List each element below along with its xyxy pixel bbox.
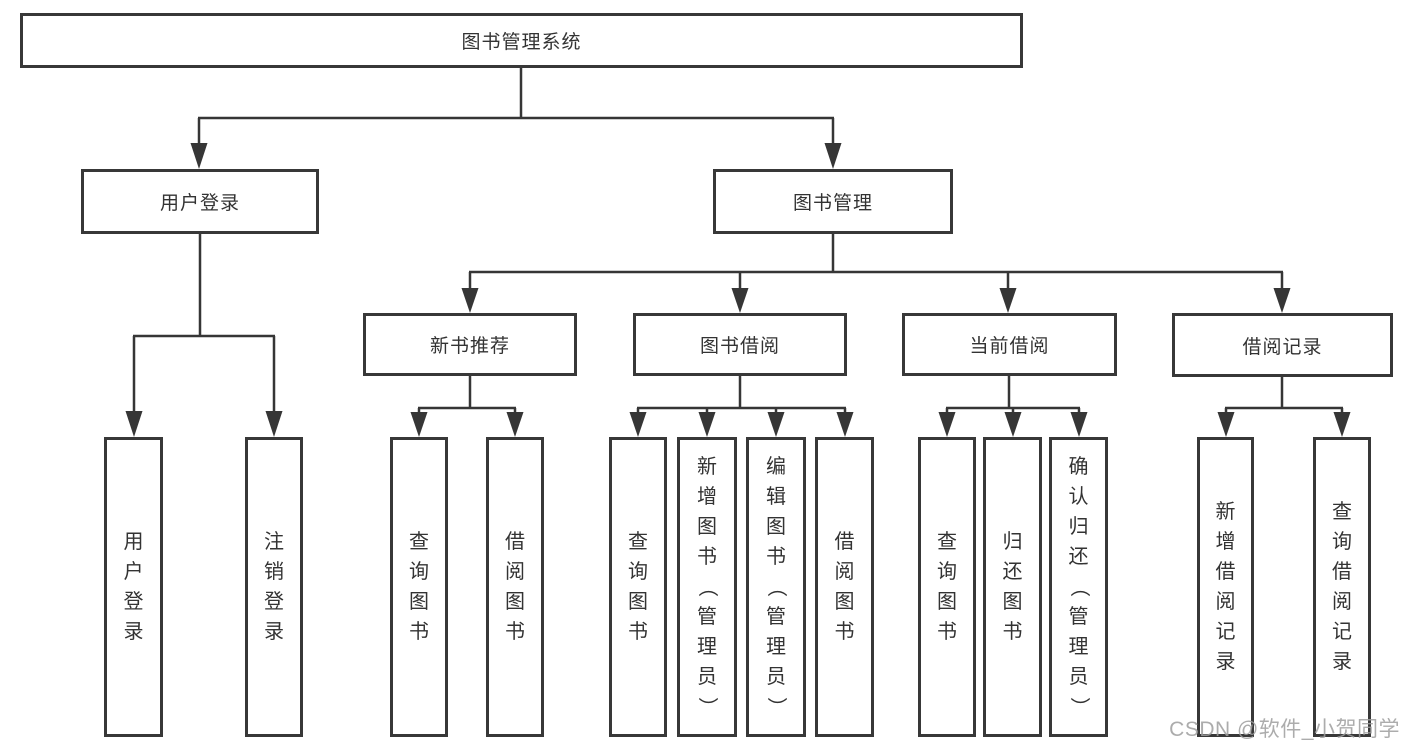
leaf-borrow-books: 借阅图书 (815, 437, 874, 737)
leaf-return-books-label: 归还图书 (1002, 531, 1023, 643)
leaf-borrow-query-books-label: 查询图书 (628, 531, 648, 643)
leaf-query-borrow-record: 查询借阅记录 (1313, 437, 1371, 737)
leaf-add-books-admin-label: 新增图书（管理员） (696, 456, 718, 717)
node-new-book-recommend-label: 新书推荐 (429, 336, 510, 357)
leaf-current-query-books-label: 查询图书 (937, 531, 957, 643)
leaf-borrow-books-label: 借阅图书 (834, 531, 855, 643)
leaf-user-login: 用户登录 (104, 437, 163, 737)
leaf-user-login-label: 用户登录 (123, 531, 144, 643)
node-user-login-label: 用户登录 (159, 193, 240, 214)
arrowheads (125, 143, 1351, 437)
leaf-borrow-query-books: 查询图书 (609, 437, 667, 737)
csdn-watermark: CSDN @软件_小贺同学 (1169, 718, 1400, 741)
node-borrow-records-label: 借阅记录 (1242, 336, 1323, 358)
leaf-logout: 注销登录 (245, 437, 303, 737)
node-book-borrow: 图书借阅 (633, 313, 847, 376)
node-book-management: 图书管理 (713, 169, 953, 234)
node-current-borrow-label: 当前借阅 (969, 336, 1050, 357)
leaf-return-books: 归还图书 (983, 437, 1042, 737)
node-new-book-recommend: 新书推荐 (363, 313, 577, 376)
leaf-current-query-books: 查询图书 (918, 437, 976, 737)
node-system-root: 图书管理系统 (20, 13, 1023, 68)
leaf-edit-books-admin-label: 编辑图书（管理员） (765, 456, 787, 717)
leaf-recommend-query-books: 查询图书 (390, 437, 448, 737)
leaf-recommend-borrow-books: 借阅图书 (486, 437, 544, 737)
leaf-add-borrow-record-label: 新增借阅记录 (1215, 501, 1236, 673)
node-current-borrow: 当前借阅 (902, 313, 1117, 376)
node-user-login: 用户登录 (81, 169, 319, 234)
leaf-confirm-return-admin-label: 确认归还（管理员） (1067, 456, 1090, 717)
node-book-borrow-label: 图书借阅 (699, 336, 780, 357)
node-borrow-records: 借阅记录 (1172, 313, 1393, 377)
leaf-add-books-admin: 新增图书（管理员） (677, 437, 737, 737)
node-system-root-label: 图书管理系统 (461, 32, 582, 53)
leaf-logout-label: 注销登录 (264, 531, 284, 643)
leaf-add-borrow-record: 新增借阅记录 (1197, 437, 1254, 737)
leaf-edit-books-admin: 编辑图书（管理员） (746, 437, 806, 737)
leaf-confirm-return-admin: 确认归还（管理员） (1049, 437, 1108, 737)
node-book-management-label: 图书管理 (792, 193, 873, 214)
leaf-recommend-borrow-books-label: 借阅图书 (505, 531, 525, 643)
leaf-query-borrow-record-label: 查询借阅记录 (1332, 501, 1352, 673)
leaf-recommend-query-books-label: 查询图书 (409, 531, 429, 643)
